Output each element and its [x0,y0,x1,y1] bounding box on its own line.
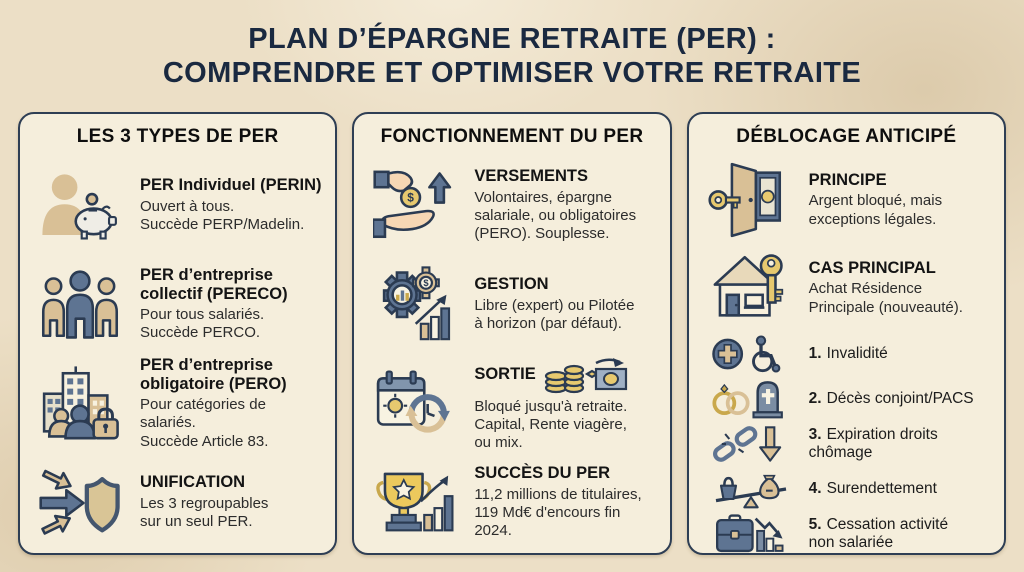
title-line-2: COMPRENDRE ET OPTIMISER VOTRE RETRAITE [162,57,862,89]
item-title: UNIFICATION [140,473,246,492]
case-number: 1. [808,344,822,362]
employees-group-icon [30,264,130,346]
case-label: Expiration droits chômage [808,425,938,461]
trophy-chart-icon [364,462,464,544]
item-body: Les 3 regroupables sur un seul PER. [140,494,269,531]
house-key-icon [699,247,799,329]
case-label: Surendettement [826,479,937,497]
case-label: Invalidité [826,344,888,362]
item-cas-principal: CAS PRINCIPAL Achat Résidence Principale… [699,244,994,332]
item-title: PER Individuel (PERIN) [140,176,322,195]
company-lock-icon [30,363,130,445]
hand-coin-icon: $ [364,165,464,247]
item-per-individuel: PER Individuel (PERIN) Ouvert à tous. Su… [30,156,325,255]
item-body: Pour catégories de salariés. Succède Art… [140,396,269,450]
item-body: Argent bloqué, mais exceptions légales. [808,192,943,228]
coins-banknote-icon [544,355,628,395]
panel-header: FONCTIONNEMENT DU PER [380,126,644,147]
item-title: PER d’entreprise obligatoire (PERO) [140,356,287,393]
infographic-title: PLAN D’ÉPARGNE RETRAITE (PER) : COMPREND… [0,22,1024,90]
svg-text:$: $ [408,190,415,204]
broken-chain-arrow-icon [699,424,803,464]
key-door-money-icon [699,159,799,241]
case-number: 4. [808,479,822,497]
item-title: PER d’entreprise collectif (PERECO) [140,266,288,303]
case-label: Cessation activité non salariée [808,515,949,551]
item-title: SUCCÈS DU PER [474,464,611,483]
scale-debt-icon [699,469,803,509]
item-gestion: $ GESTION Libre (expert) ou Pilotée à ho… [364,255,659,354]
briefcase-decline-icon [699,513,803,554]
panel-header: LES 3 TYPES DE PER [76,126,279,147]
item-title: PRINCIPE [808,170,887,189]
item-title: GESTION [474,275,549,294]
case-number: 5. [808,515,822,533]
item-title: SORTIE [474,365,536,384]
case-chomage: 3.Expiration droits chômage [699,422,994,465]
item-body: 11,2 millions de titulaires, 119 Md€ d'e… [474,485,642,540]
panel-fonctionnement: FONCTIONNEMENT DU PER $ VERSEMENTS Volon… [352,112,672,555]
item-pero: PER d’entreprise obligatoire (PERO) Pour… [30,354,325,453]
item-versements: $ VERSEMENTS Volontaires, épargne salari… [364,156,659,255]
item-body: Libre (expert) ou Pilotée à horizon (par… [474,296,635,333]
case-number: 3. [808,425,822,443]
panels-row: LES 3 TYPES DE PER PER Individuel (PERIN… [18,112,1006,555]
item-title: VERSEMENTS [474,167,589,186]
case-label: Décès conjoint/PACS [826,389,974,407]
item-body: Bloqué jusqu'à retraite. Capital, Rente … [474,397,628,452]
svg-text:$: $ [424,277,430,288]
item-title: CAS PRINCIPAL [808,258,936,277]
case-invalidite: 1.Invalidité [699,332,994,375]
item-succes-du-per: SUCCÈS DU PER 11,2 millions de titulaire… [364,453,659,552]
item-body: Pour tous salariés. Succède PERCO. [140,306,265,342]
medical-wheelchair-icon [699,334,803,374]
case-number: 2. [808,389,822,407]
panel-deblocage-anticipe: DÉBLOCAGE ANTICIPÉ PRINCIPE Argent bloqu… [686,112,1006,555]
merge-arrows-shield-icon [30,462,130,544]
item-unification: UNIFICATION Les 3 regroupables sur un se… [30,453,325,552]
item-body: Ouvert à tous. Succède PERP/Madelin. [140,197,305,234]
item-principe: PRINCIPE Argent bloqué, mais exceptions … [699,156,994,244]
rings-grave-icon [699,379,803,419]
case-deces: 2.Décès conjoint/PACS [699,377,994,420]
item-body: Achat Résidence Principale (nouveauté). [808,280,963,316]
title-line-1: PLAN D’ÉPARGNE RETRAITE (PER) : [248,23,776,55]
person-piggy-bank-icon [30,165,130,247]
gears-chart-icon: $ [364,264,464,346]
panel-types-de-per: LES 3 TYPES DE PER PER Individuel (PERIN… [18,112,338,555]
case-surendettement: 4.Surendettement [699,467,994,510]
item-body: Volontaires, épargne salariale, ou oblig… [474,188,637,243]
case-cessation: 5.Cessation activité non salariée [699,512,994,555]
item-sortie: SORTIE Bloqué jusqu'à retraite. Capital,… [364,354,659,453]
panel-header: DÉBLOCAGE ANTICIPÉ [736,126,957,147]
item-pereco: PER d’entreprise collectif (PERECO) Pour… [30,255,325,354]
calendar-clock-icon [364,363,464,445]
